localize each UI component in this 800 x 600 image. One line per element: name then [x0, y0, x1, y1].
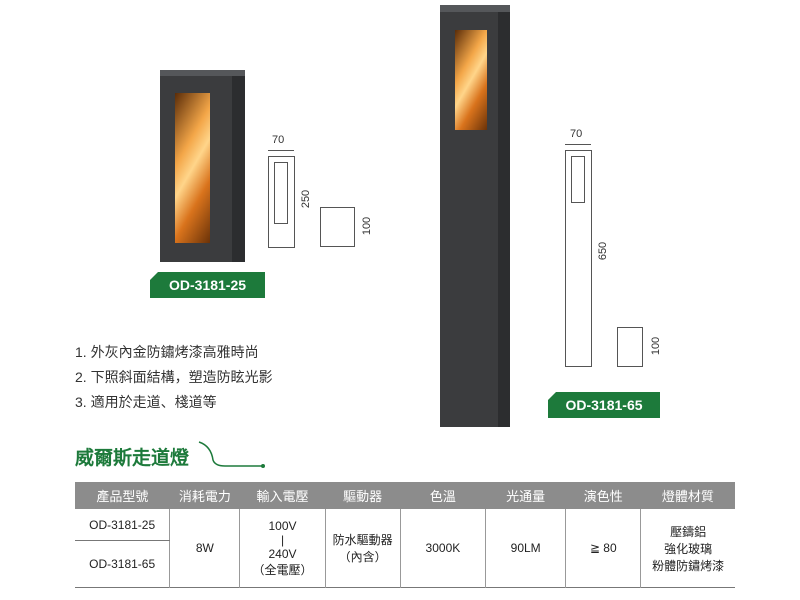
- height-label: 250: [300, 189, 313, 209]
- header-cell: 光通量: [485, 482, 566, 509]
- header-cell: 驅動器: [325, 482, 401, 509]
- cct-cell: 3000K: [399, 509, 486, 588]
- feature-item: 2. 下照斜面結構，塑造防眩光影: [75, 369, 273, 385]
- base-label: 100: [361, 216, 374, 236]
- height-label: 650: [597, 241, 610, 261]
- lumen-cell: 90LM: [485, 509, 566, 588]
- header-cell: 燈體材質: [640, 482, 735, 509]
- driver-cell: 防水驅動器 （內含）: [324, 509, 401, 588]
- material-line: 強化玻璃: [664, 541, 713, 556]
- feature-list: 1. 外灰內金防鏽烤漆高雅時尚 2. 下照斜面結構，塑造防眩光影 3. 適用於走…: [75, 340, 273, 415]
- model-cell: OD-3181-25: [75, 509, 170, 541]
- feature-item: 3. 適用於走道、棧道等: [75, 394, 217, 410]
- voltage-cell: 100V | 240V （全電壓）: [239, 509, 326, 588]
- header-cell: 演色性: [565, 482, 641, 509]
- model-badge: OD-3181-65: [548, 392, 660, 418]
- table-row: OD-3181-25 8W 100V | 240V （全電壓） 防水驅動器 （內…: [75, 509, 735, 588]
- table-row: OD-3181-65: [75, 541, 735, 588]
- material-line: 粉體防鏽烤漆: [652, 558, 725, 573]
- voltage-max: 240V: [268, 546, 297, 561]
- decorative-swoosh: [198, 441, 265, 468]
- header-cell: 產品型號: [75, 482, 170, 509]
- driver-note: （內含）: [338, 550, 387, 564]
- cri-cell: ≧ 80: [565, 509, 641, 588]
- driver-type: 防水驅動器: [332, 533, 393, 547]
- header-cell: 輸入電壓: [239, 482, 326, 509]
- voltage-separator: |: [280, 532, 285, 547]
- voltage-min: 100V: [268, 518, 297, 533]
- model-cell: OD-3181-65: [89, 557, 156, 571]
- voltage-note: （全電壓）: [252, 562, 313, 577]
- header-cell: 消耗電力: [169, 482, 240, 509]
- table-header: 產品型號 消耗電力 輸入電壓 驅動器 色溫 光通量 演色性 燈體材質: [75, 482, 735, 509]
- material-cell: 壓鑄鋁 強化玻璃 粉體防鏽烤漆: [640, 509, 735, 588]
- base-label: 100: [650, 336, 663, 356]
- spec-table: 產品型號 消耗電力 輸入電壓 驅動器 色溫 光通量 演色性 燈體材質 OD-31…: [75, 482, 735, 588]
- model-badge: OD-3181-25: [150, 272, 265, 298]
- width-label: 70: [272, 134, 285, 146]
- material-line: 壓鑄鋁: [670, 524, 707, 539]
- series-title: 威爾斯走道燈: [75, 448, 190, 469]
- width-label: 70: [570, 128, 583, 140]
- header-cell: 色溫: [400, 482, 486, 509]
- feature-item: 1. 外灰內金防鏽烤漆高雅時尚: [75, 344, 259, 360]
- power-cell: 8W: [169, 509, 240, 588]
